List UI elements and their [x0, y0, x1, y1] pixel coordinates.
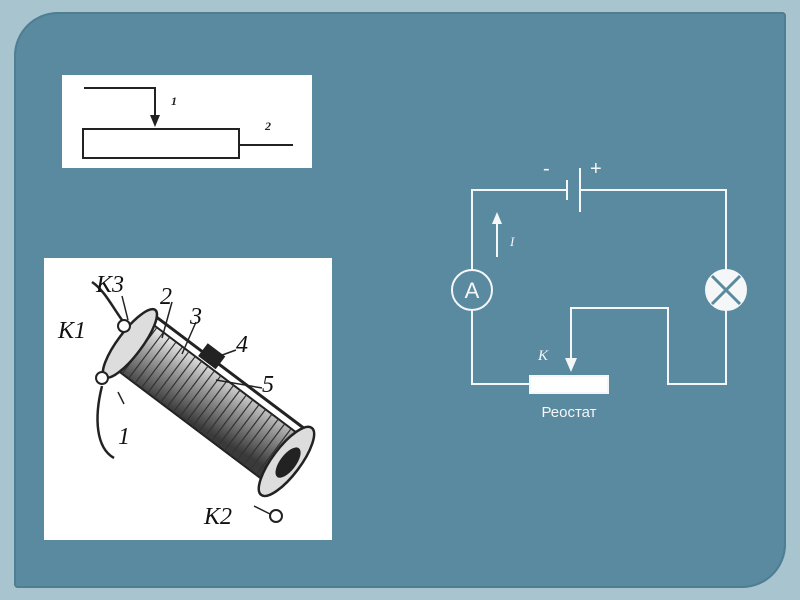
slider-wire [84, 87, 156, 123]
slider-label: K [537, 348, 549, 364]
terminal-k1 [95, 371, 109, 385]
label-k1: K1 [57, 318, 86, 344]
label-3: 3 [189, 304, 202, 330]
label-k2: K2 [203, 504, 232, 530]
leader-lines [117, 295, 271, 515]
rheostat-symbol: 1 2 [82, 87, 293, 159]
rheostat-symbol-panel: 1 2 [62, 75, 312, 168]
slider-arrow [150, 115, 160, 127]
terminal-k3 [117, 319, 131, 333]
rheostat-drawing-panel: K3 2 3 4 5 K1 1 K2 [44, 258, 332, 540]
rheostat-resistor [529, 375, 609, 394]
rheostat-label: Реостат [541, 404, 596, 421]
ammeter-label: A [465, 278, 480, 303]
label-5: 5 [262, 372, 274, 398]
current-arrow [492, 212, 502, 224]
lead-wire-k1 [96, 385, 115, 460]
circuit-wires [471, 189, 727, 385]
label-1: 1 [118, 424, 130, 450]
current-label: I [509, 234, 515, 249]
resistor-body [82, 128, 240, 159]
terminal-k2 [269, 509, 283, 523]
lead-wire-k3 [91, 280, 124, 321]
battery-minus: - [543, 158, 550, 180]
lamp-cross-b [710, 274, 742, 306]
ammeter-symbol [451, 269, 493, 311]
rheostat-slider-arrow [565, 358, 577, 372]
label-k3: K3 [95, 272, 124, 298]
label-4: 4 [236, 332, 248, 358]
label-1: 1 [171, 94, 177, 108]
rheostat-drawing: K3 2 3 4 5 K1 1 K2 [57, 272, 316, 530]
battery-plus: + [590, 158, 602, 180]
label-2: 2 [264, 119, 271, 133]
label-2: 2 [160, 284, 172, 310]
